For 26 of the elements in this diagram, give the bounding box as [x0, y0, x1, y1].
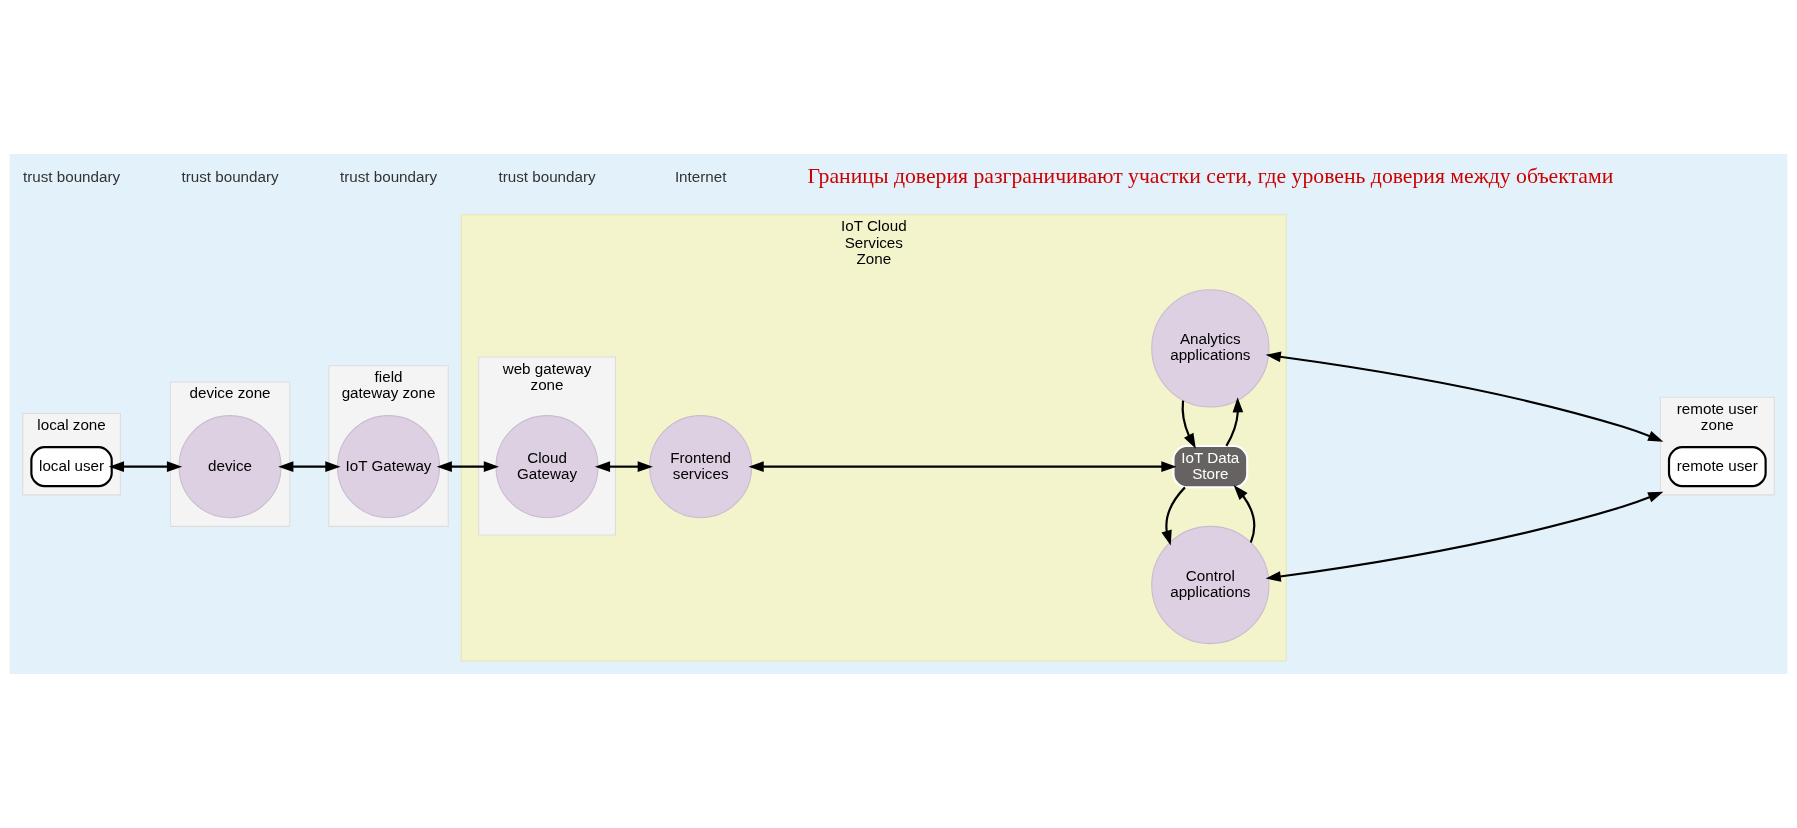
label: trust boundary: [339, 167, 438, 185]
arrow: [594, 461, 653, 472]
label: Границы доверия разграничивают участки сети, где уровень доверия между объектами: [807, 164, 1614, 189]
arrow: [108, 461, 183, 472]
node-circle: Control applications: [1151, 525, 1270, 645]
node-box: IoT Data Store: [1172, 444, 1249, 489]
node-circle: Frontend services: [649, 415, 753, 519]
node-circle: Analytics applications: [1151, 289, 1270, 408]
node-box: local user: [30, 446, 113, 488]
arrow: [1225, 397, 1244, 447]
arrow: [1265, 351, 1664, 442]
node-circle: Cloud Gateway: [495, 415, 599, 519]
arrow: [278, 461, 341, 472]
label: trust boundary: [23, 167, 121, 185]
label: Internet: [674, 167, 727, 185]
label: trust boundary: [498, 167, 596, 185]
arrow: [1265, 491, 1664, 582]
arrow: [436, 461, 499, 472]
node-circle: IoT Gateway: [336, 415, 441, 519]
node-circle: device: [178, 415, 282, 519]
arrow: [1181, 400, 1196, 449]
label: trust boundary: [181, 167, 279, 185]
arrow: [1161, 486, 1186, 546]
node-box: remote user: [1667, 446, 1767, 488]
arrow: [748, 461, 1177, 472]
arrow: [1233, 484, 1256, 543]
